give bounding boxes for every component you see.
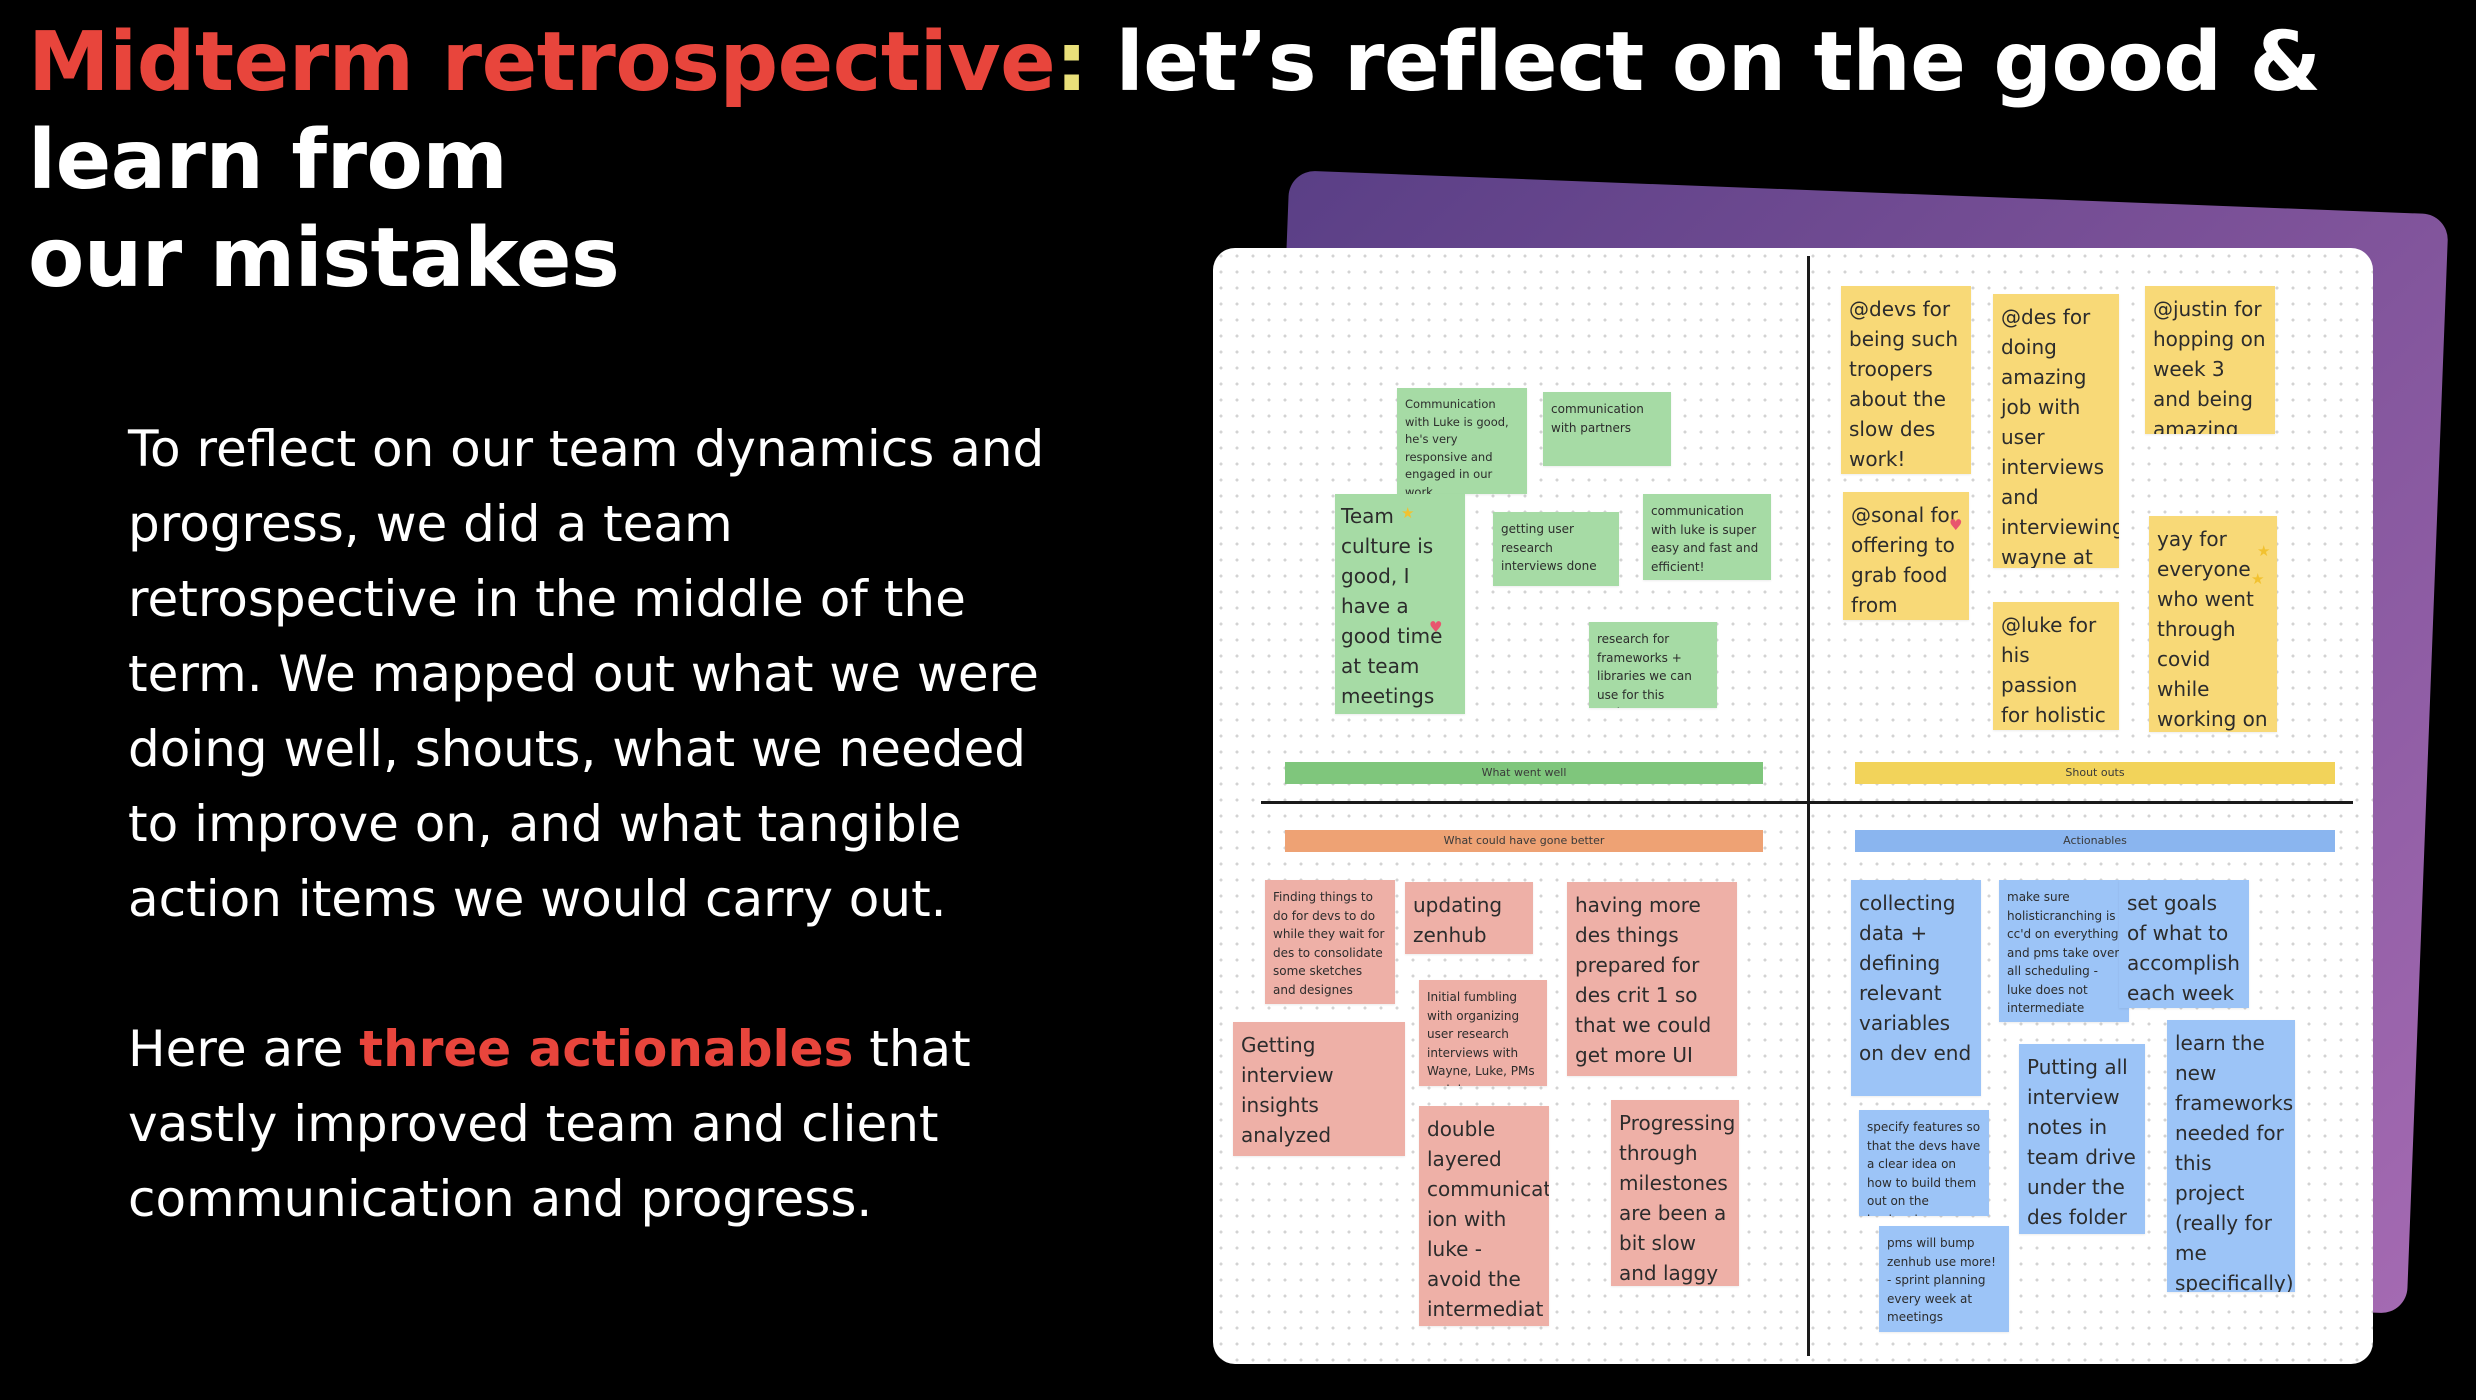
sticky-note-team-culture: Team culture is good, I have a good time… (1335, 494, 1465, 714)
title-colon: : (1055, 15, 1088, 110)
sticky-note: make sure holisticranching is cc'd on ev… (1999, 880, 2129, 1022)
sticky-note-covid: yay for everyone who went through covid … (2149, 516, 2277, 732)
star-icon: ★ (2257, 542, 2271, 560)
label-what-went-well: What went well (1285, 762, 1763, 784)
label-actionables: Actionables (1855, 830, 2335, 852)
board-vertical-divider (1807, 256, 1810, 1356)
sticky-note: having more des things prepared for des … (1567, 882, 1737, 1076)
sticky-note: research for frameworks + libraries we c… (1589, 622, 1717, 708)
page-title: Midterm retrospective: let’s reflect on … (28, 14, 2468, 308)
sticky-note: pms will bump zenhub use more! - sprint … (1879, 1226, 2009, 1332)
sticky-note: Initial fumbling with organizing user re… (1419, 980, 1547, 1086)
board-horizontal-divider (1261, 801, 2353, 804)
title-line1-rest: let’s reflect on the good & learn from (28, 15, 2321, 208)
sticky-note: @des for doing amazing job with user int… (1993, 294, 2119, 568)
sticky-note: @luke for his passion for holistic ranch… (1993, 602, 2119, 730)
intro-text: To reflect on our team dynamics and prog… (128, 412, 1068, 1237)
sticky-note: @devs for being such troopers about the … (1841, 286, 1971, 474)
star-icon: ★ (2251, 570, 2265, 588)
intro-p2-after: that vastly improved team and client com… (128, 1020, 971, 1228)
sticky-note: double layered communicat ion with luke … (1419, 1106, 1549, 1326)
sticky-note: updating zenhub (1405, 882, 1533, 954)
sticky-note: set goals of what to accomplish each wee… (2119, 880, 2249, 1008)
heart-icon: ♥ (1949, 516, 1963, 534)
heart-icon: ♥ (1429, 618, 1443, 636)
intro-paragraph-2: Here are three actionables that vastly i… (128, 1012, 1068, 1237)
title-line2: our mistakes (28, 211, 620, 306)
sticky-note-text: yay for everyone who went through covid … (2157, 527, 2268, 731)
three-actionables-highlight: three actionables (359, 1020, 854, 1078)
retrospective-board: Communication with Luke is good, he's ve… (1213, 248, 2373, 1364)
sticky-note: getting user research interviews done (1493, 512, 1619, 586)
sticky-note: Putting all interview notes in team driv… (2019, 1044, 2145, 1234)
title-highlight: Midterm retrospective (28, 15, 1056, 110)
sticky-note: learn the new frameworks needed for this… (2167, 1020, 2295, 1292)
sticky-note: Progressing through milestones are been … (1611, 1100, 1739, 1286)
label-could-have-gone-better: What could have gone better (1285, 830, 1763, 852)
star-icon: ★ (1401, 504, 1415, 522)
label-shout-outs: Shout outs (1855, 762, 2335, 784)
sticky-note: collecting data + defining relevant vari… (1851, 880, 1981, 1096)
sticky-note: Getting interview insights analyzed quic… (1233, 1022, 1405, 1156)
sticky-note-sonal: @sonal for offering to grab food from no… (1843, 492, 1969, 620)
sticky-note: communication with luke is super easy an… (1643, 494, 1771, 580)
sticky-note-text: Team culture is good, I have a good time… (1341, 504, 1443, 708)
intro-paragraph-1: To reflect on our team dynamics and prog… (128, 420, 1045, 928)
sticky-note: Finding things to do for devs to do whil… (1265, 880, 1395, 1004)
sticky-note-text: @sonal for offering to grab food from no… (1851, 503, 1959, 617)
intro-p2-before: Here are (128, 1020, 360, 1078)
sticky-note: specify features so that the devs have a… (1859, 1110, 1989, 1216)
sticky-note: communication with partners (1543, 392, 1671, 466)
sticky-note: Communication with Luke is good, he's ve… (1397, 388, 1527, 494)
sticky-note: @justin for hopping on week 3 and being … (2145, 286, 2275, 434)
